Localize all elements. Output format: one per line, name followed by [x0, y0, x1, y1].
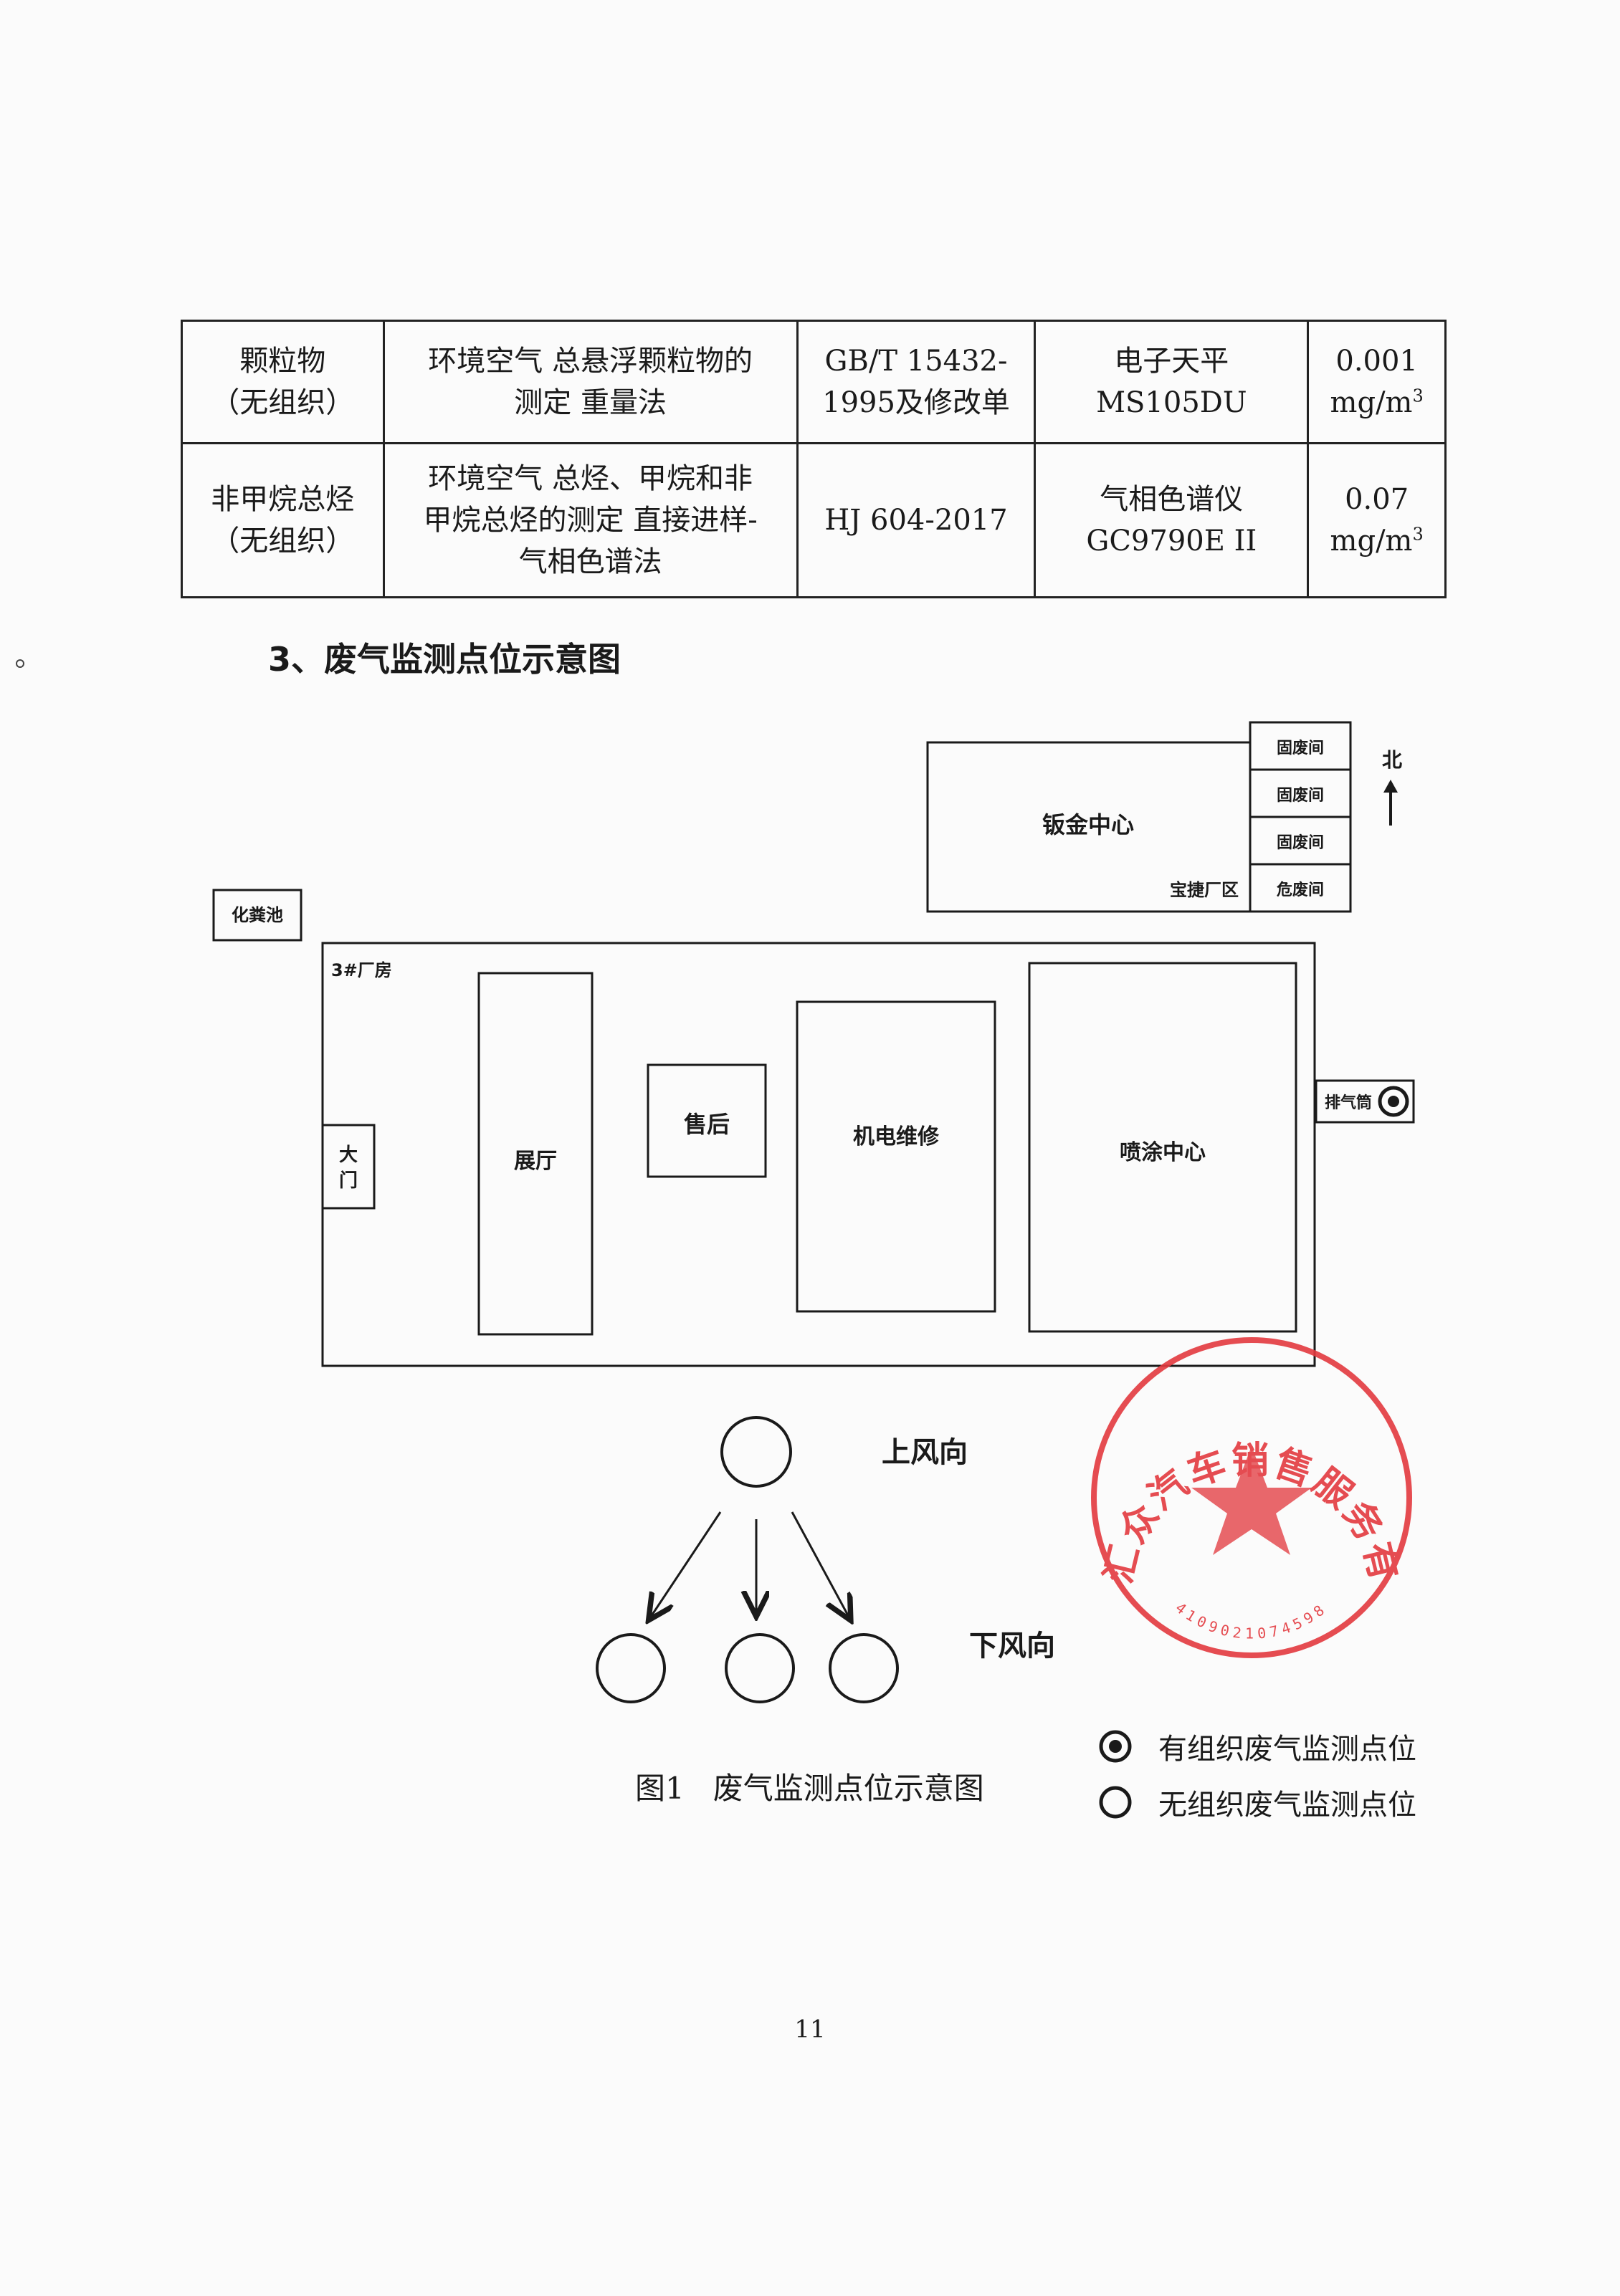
gate-label: 门 — [339, 1170, 358, 1192]
gate-label: 大 — [339, 1144, 358, 1166]
mechanical-repair-area — [796, 1000, 996, 1313]
legend-unorganized: 无组织废气监测点位 — [1097, 1783, 1416, 1822]
instrument-cell: 电子天平 MS105DU — [1034, 320, 1310, 444]
standard-cell: HJ 604-2017 — [796, 442, 1037, 598]
standard-cell: GB/T 15432- 1995及修改单 — [796, 320, 1037, 444]
company-seal: 濮阳市汇众汽车销售服务有限公司 4109021074598 — [0, 0, 1412, 1658]
table-row: 颗粒物 （无组织） 环境空气 总悬浮颗粒物的 测定 重量法 GB/T 15432… — [181, 320, 1447, 444]
septic-tank-label: 化粪池 — [232, 905, 283, 925]
item-cell: 颗粒物 （无组织） — [181, 320, 385, 444]
after-sales-label: 售后 — [684, 1111, 730, 1138]
organized-monitoring-point-icon — [1378, 1086, 1409, 1117]
solid-waste-room-label: 固废间 — [1277, 833, 1324, 852]
legend-unorganized-label: 无组织废气监测点位 — [1158, 1789, 1416, 1822]
upwind-monitoring-point — [720, 1416, 792, 1488]
seal-star-icon — [1191, 1446, 1312, 1555]
detection-limit-cell: 0.07 mg/m3 — [1307, 442, 1447, 598]
item-cell: 非甲烷总烃 （无组织） — [181, 442, 385, 598]
downwind-monitoring-point — [596, 1633, 666, 1703]
sheet-metal-center-label: 钣金中心 — [1042, 811, 1134, 838]
mechanical-repair-label: 机电维修 — [853, 1124, 940, 1149]
paint-center — [1028, 962, 1297, 1333]
legend-organized-label: 有组织废气监测点位 — [1158, 1733, 1416, 1766]
page-number: 11 — [794, 2015, 826, 2044]
svg-text:4109021074598: 4109021074598 — [1172, 1599, 1330, 1642]
figure-number: 图1 — [635, 1771, 685, 1806]
scan-mark — [16, 659, 24, 668]
legend-organized: 有组织废气监测点位 — [1097, 1727, 1416, 1766]
exhaust-outlet-label: 排气筒 — [1325, 1094, 1372, 1112]
figure-title: 废气监测点位示意图 — [713, 1771, 984, 1806]
seal-code: 4109021074598 — [1172, 1599, 1326, 1642]
method-cell: 环境空气 总烃、甲烷和非 甲烷总烃的测定 直接进样- 气相色谱法 — [382, 442, 799, 598]
organized-point-legend-icon — [1099, 1730, 1132, 1763]
wind-direction-arrow — [791, 1511, 849, 1617]
showroom-label: 展厅 — [514, 1149, 557, 1174]
hazardous-waste-room-label: 危废间 — [1277, 881, 1324, 899]
section-heading: 3、废气监测点位示意图 — [268, 640, 621, 679]
septic-tank — [212, 889, 302, 942]
solid-waste-room-label: 固废间 — [1277, 739, 1324, 757]
north-label: 北 — [1382, 748, 1402, 772]
plant-3-label: 3#厂房 — [331, 960, 392, 980]
instrument-cell: 气相色谱仪 GC9790E II — [1034, 442, 1310, 598]
upwind-label: 上风向 — [882, 1436, 968, 1469]
downwind-monitoring-point — [725, 1633, 795, 1703]
paint-center-label: 喷涂中心 — [1120, 1140, 1206, 1165]
table-row: 非甲烷总烃 （无组织） 环境空气 总烃、甲烷和非 甲烷总烃的测定 直接进样- 气… — [181, 442, 1447, 598]
north-arrow-icon — [1383, 780, 1398, 826]
after-sales-room — [647, 1063, 767, 1178]
method-cell: 环境空气 总悬浮颗粒物的 测定 重量法 — [382, 320, 799, 444]
figure-caption: 图1 废气监测点位示意图 — [635, 1764, 984, 1808]
monitoring-methods-table: 颗粒物 （无组织） 环境空气 总悬浮颗粒物的 测定 重量法 GB/T 15432… — [181, 320, 1447, 598]
unorganized-point-legend-icon — [1099, 1786, 1132, 1819]
baojie-area-label: 宝捷厂区 — [1170, 880, 1239, 900]
detection-limit-cell: 0.001 mg/m3 — [1307, 320, 1447, 444]
main-gate — [321, 1124, 376, 1210]
exhaust-outlet — [1315, 1079, 1415, 1124]
hazardous-waste-room — [1249, 863, 1352, 913]
solid-waste-room-label: 固废间 — [1277, 786, 1324, 805]
downwind-label: 下风向 — [969, 1630, 1055, 1663]
showroom — [477, 972, 594, 1336]
downwind-monitoring-point — [829, 1633, 899, 1703]
wind-direction-arrow — [651, 1511, 722, 1617]
